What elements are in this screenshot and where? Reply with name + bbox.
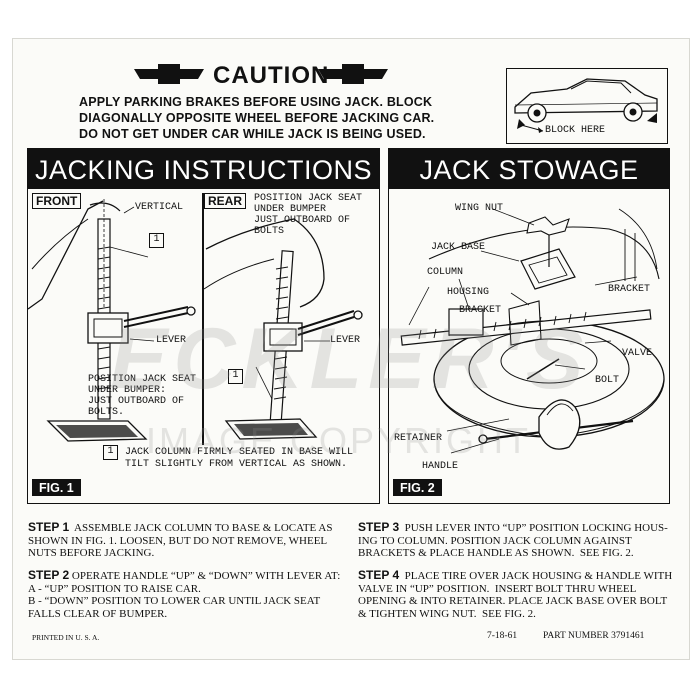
housing-label: HOUSING (447, 287, 490, 298)
step-3: STEP 3 PUSH LEVER INTO “UP” POSITION LOC… (358, 521, 668, 560)
caution-title: CAUTION (213, 62, 330, 89)
car-block-illustration: BLOCK HERE (506, 68, 668, 144)
rear-jack-illustration (203, 218, 363, 440)
step-3-line-3: BRACKETS & PLACE HANDLE AS SHOWN. SEE FI… (358, 547, 634, 559)
step-1-line-2: SHOWN IN FIG. 1. LOOSEN, BUT DO NOT REMO… (28, 534, 328, 547)
wing-nut-label: WING NUT (455, 203, 504, 214)
note-box-1: 1 (103, 445, 118, 460)
note-line-1: JACK COLUMN FIRMLY SEATED IN BASE WILL (125, 447, 354, 458)
caution-line-3: DO NOT GET UNDER CAR WHILE JACK IS BEING… (79, 127, 426, 141)
step-1: STEP 1 ASSEMBLE JACK COLUMN TO BASE & LO… (28, 521, 332, 560)
bracket-right-label: BRACKET (608, 284, 651, 295)
note-line-2: TILT SLIGHTLY FROM VERTICAL AS SHOWN. (125, 459, 348, 470)
jack-stowage-panel: JACK STOWAGE (388, 148, 670, 504)
left-bowtie-logo (134, 64, 204, 84)
jacking-instructions-header: JACKING INSTRUCTIONS (28, 149, 379, 189)
handle-label: HANDLE (422, 461, 459, 472)
step-2-label: STEP 2 (28, 568, 70, 582)
car-icon (514, 78, 658, 133)
front-position-4: BOLTS. (88, 407, 125, 418)
jack-base-label: JACK BASE (431, 242, 486, 253)
step-4-line-2: VALVE IN “UP” POSITION. INSERT BOLT THRU… (358, 582, 637, 595)
step-2-line-4: FALLS CLEAR OF BUMPER. (28, 607, 168, 620)
front-label: FRONT (32, 193, 82, 209)
jack-stowage-header: JACK STOWAGE (389, 149, 669, 189)
caution-line-2: DIAGONALLY OPPOSITE WHEEL BEFORE JACKING… (79, 111, 435, 125)
step-2-line-2: A - “UP” POSITION TO RAISE CAR. (28, 582, 201, 595)
step-2-line-1: OPERATE HANDLE “UP” & “DOWN” WITH LEVER … (69, 570, 341, 582)
rear-position-3: JUST OUTBOARD OF (254, 215, 351, 226)
rear-lever-label: LEVER (330, 335, 361, 346)
block-here-label: BLOCK HERE (545, 125, 606, 136)
step-3-label: STEP 3 (358, 520, 400, 534)
front-position-1: POSITION JACK SEAT (88, 374, 197, 385)
vertical-label: VERTICAL (135, 202, 184, 213)
step-3-line-2: ING TO COLUMN. POSITION JACK COLUMN AGAI… (358, 534, 632, 547)
step-3-line-1: PUSH LEVER INTO “UP” POSITION LOCKING HO… (399, 522, 668, 534)
step-4-line-3: OPENING & INTO RETAINER. PLACE JACK BASE… (358, 595, 668, 607)
bolt-label: BOLT (595, 375, 620, 386)
fig-1-label: FIG. 1 (32, 479, 81, 496)
front-jack-illustration (27, 199, 196, 442)
retainer-label: RETAINER (394, 433, 443, 444)
jacking-instructions-panel: JACKING INSTRUCTIONS FRONT REAR VERTICAL… (27, 148, 380, 504)
step-4-label: STEP 4 (358, 568, 400, 582)
step-2: STEP 2 OPERATE HANDLE “UP” & “DOWN” WITH… (28, 569, 340, 620)
rear-position-1: POSITION JACK SEAT (254, 193, 363, 204)
front-position-2: UNDER BUMPER: (88, 385, 167, 396)
rear-position-2: UNDER BUMPER (254, 204, 327, 215)
caution-line-1: APPLY PARKING BRAKES BEFORE USING JACK. … (79, 95, 433, 109)
step-1-line-1: ASSEMBLE JACK COLUMN TO BASE & LOCATE AS (69, 522, 333, 534)
step-4-line-1: PLACE TIRE OVER JACK HOUSING & HANDLE WI… (399, 570, 673, 582)
front-rear-divider (202, 193, 204, 445)
fig-2-label: FIG. 2 (393, 479, 442, 496)
rear-position-4: BOLTS (254, 226, 285, 237)
rear-label: REAR (204, 193, 247, 209)
jack-stowage-illustration (400, 208, 665, 454)
front-lever-label: LEVER (156, 335, 187, 346)
right-bowtie-logo (318, 64, 388, 84)
printed-in-usa: PRINTED IN U. S. A. (32, 633, 100, 642)
step-1-label: STEP 1 (28, 520, 70, 534)
valve-label: VALVE (622, 348, 653, 359)
front-box-1: 1 (149, 233, 164, 248)
bracket-mid-label: BRACKET (459, 305, 502, 316)
step-4: STEP 4 PLACE TIRE OVER JACK HOUSING & HA… (358, 569, 672, 620)
front-position-3: JUST OUTBOARD OF (88, 396, 185, 407)
step-4-line-4: & TIGHTEN WING NUT. SEE FIG. 2. (358, 607, 536, 620)
step-1-line-3: NUTS BEFORE JACKING. (28, 547, 155, 559)
part-number: PART NUMBER 3791461 (543, 631, 645, 641)
rear-box-1: 1 (228, 369, 243, 384)
column-label: COLUMN (427, 267, 464, 278)
step-2-line-3: B - “DOWN” POSITION TO LOWER CAR UNTIL J… (28, 595, 321, 607)
date-code: 7-18-61 (487, 631, 518, 641)
